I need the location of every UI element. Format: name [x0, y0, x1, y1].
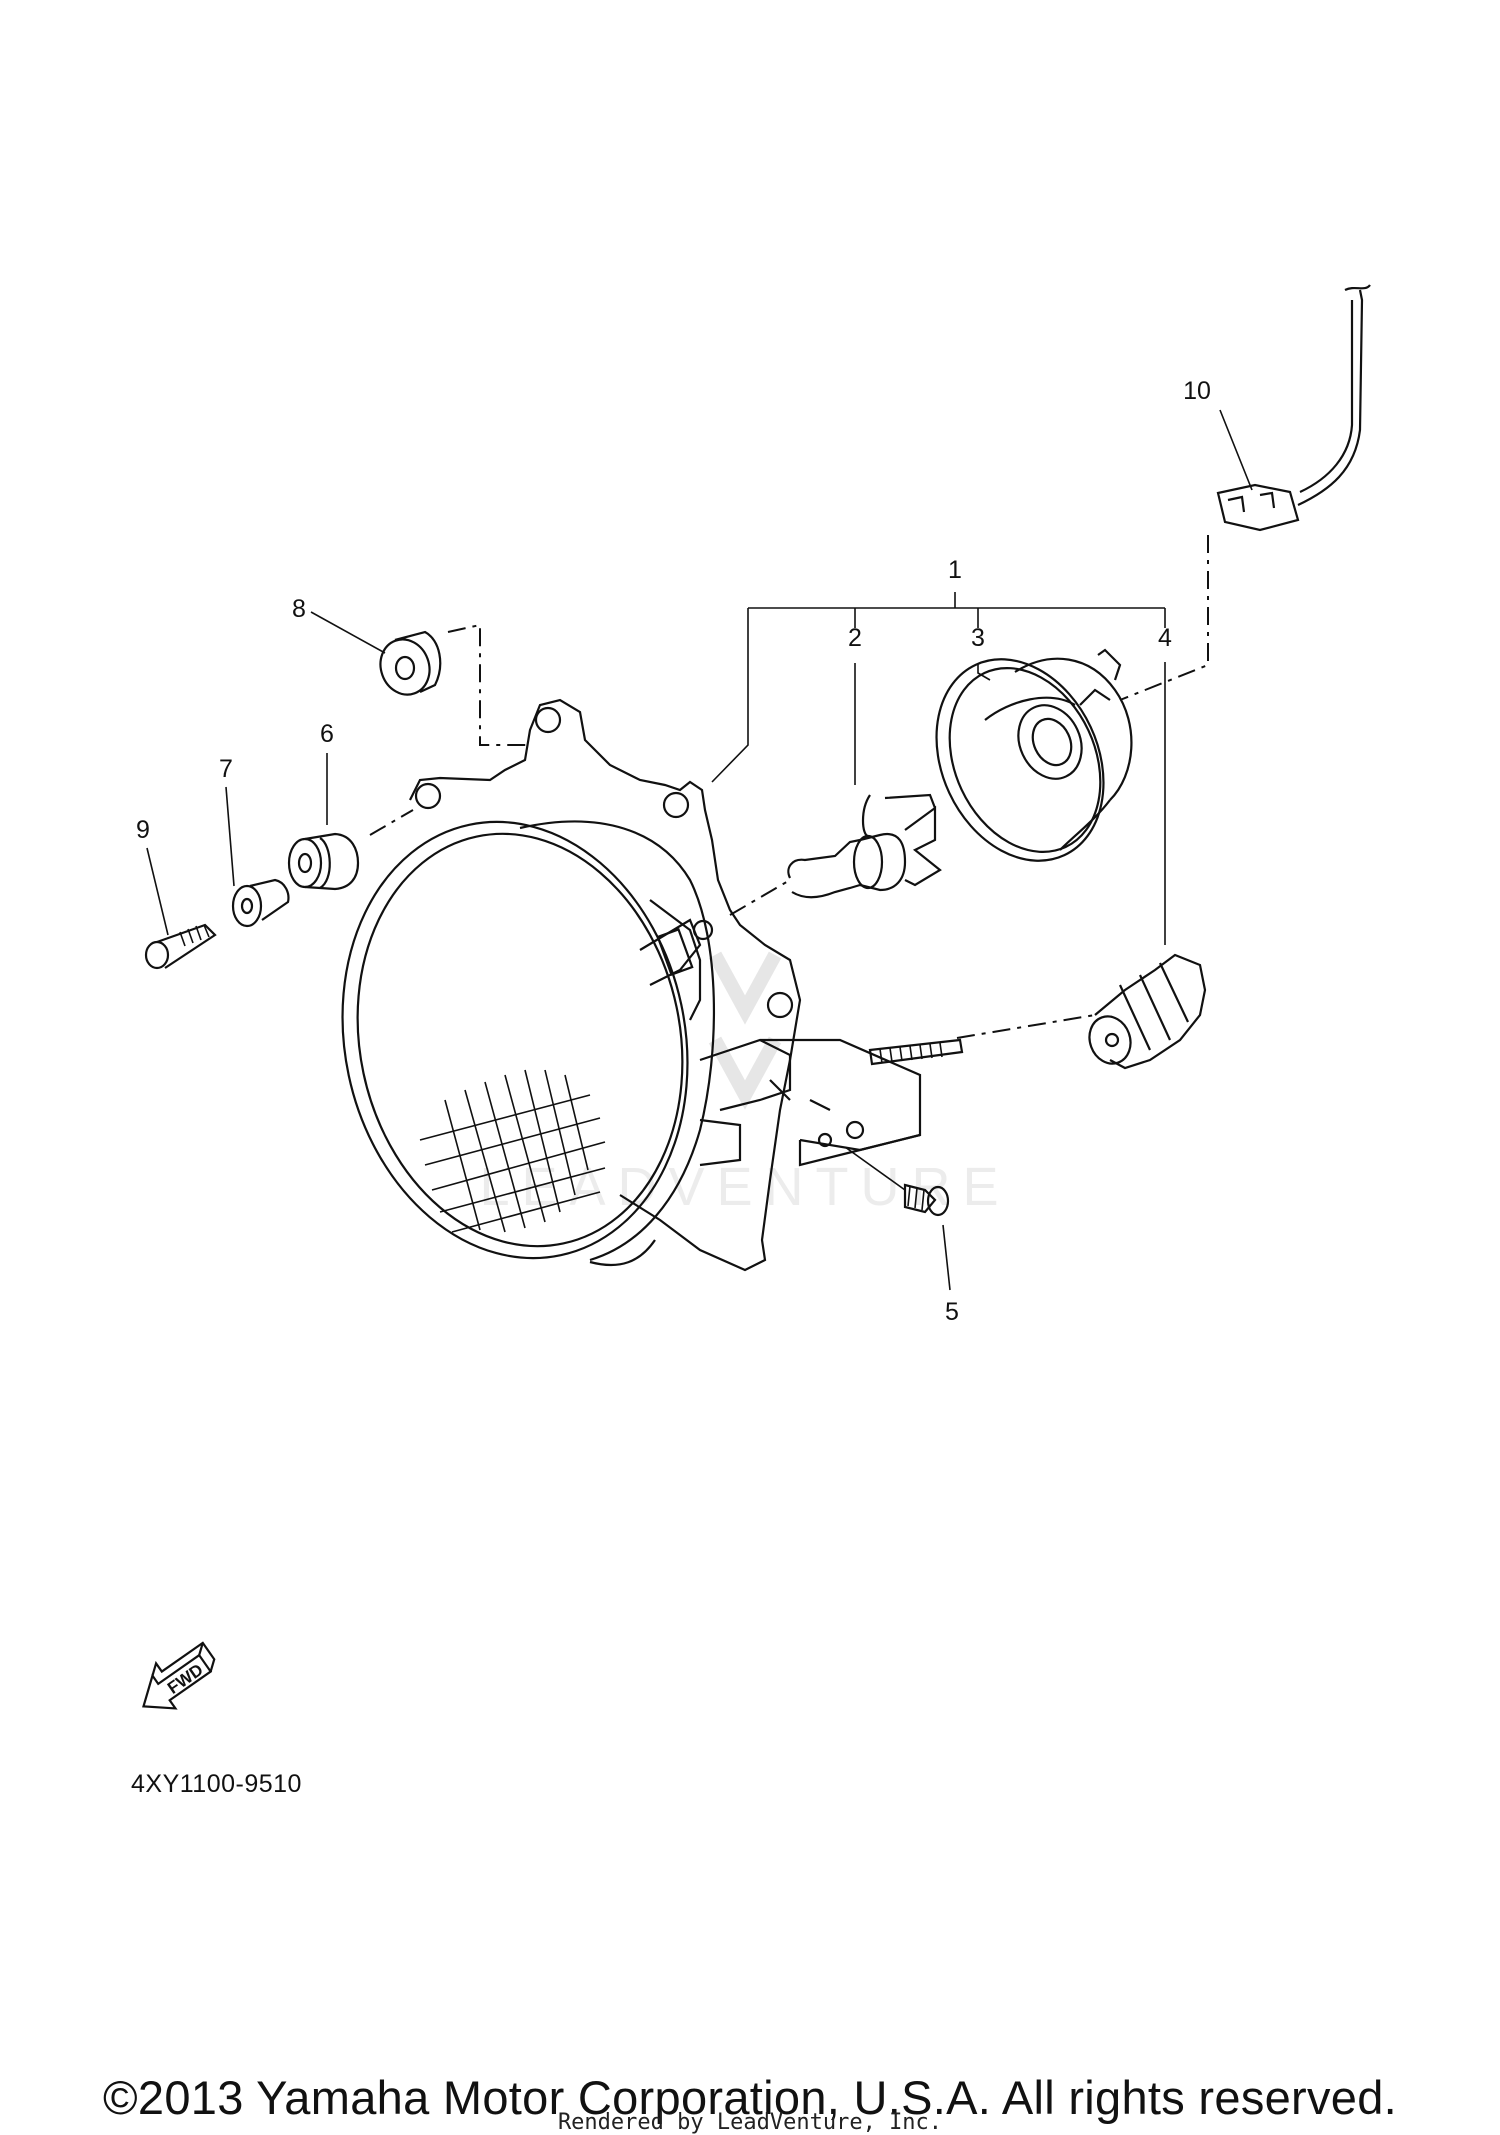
callout-6: 6	[320, 720, 334, 748]
callout-5: 5	[945, 1298, 959, 1326]
lens-pattern	[419, 1069, 606, 1233]
assembly-lines	[369, 535, 1209, 1039]
rendered-by-notice: Rendered by LeadVenture, Inc.	[557, 2110, 943, 2135]
bracket-hole-lower	[766, 991, 794, 1019]
callout-4: 4	[1158, 624, 1172, 652]
adjust-screw-shaft	[868, 1038, 964, 1066]
bracket-hole-left	[414, 782, 442, 810]
screw-5[interactable]	[903, 1183, 950, 1217]
damper-8[interactable]	[373, 630, 442, 702]
callout-9: 9	[136, 816, 150, 844]
callout-1: 1	[948, 556, 962, 584]
copyright-notice: ©2013 Yamaha Motor Corporation, U.S.A. A…	[102, 2071, 1398, 2124]
bracket-hole-right	[662, 791, 690, 819]
callout-2: 2	[848, 624, 862, 652]
fwd-arrow-icon: FWD	[142, 1641, 216, 1710]
bracket-hole-upper	[534, 706, 562, 734]
callout-10: 10	[1183, 377, 1211, 405]
callout-8: 8	[292, 595, 306, 623]
callout-7: 7	[219, 755, 233, 783]
callouts: 1 2 3 4 5 6 7 8 9 10	[136, 377, 1211, 1326]
socket-boot[interactable]	[1083, 953, 1207, 1070]
bulb-cover[interactable]	[905, 632, 1135, 888]
leader-lines	[146, 409, 1253, 1291]
bulb[interactable]	[787, 793, 942, 899]
connector-10[interactable]	[1216, 284, 1371, 532]
collar-7[interactable]	[231, 878, 290, 928]
bolt-9[interactable]	[144, 923, 217, 970]
callout-3: 3	[971, 624, 985, 652]
headlight-assembly[interactable]	[303, 698, 922, 1291]
grommet-6[interactable]	[287, 832, 360, 891]
leadventure-watermark: LEADVENTURE	[479, 951, 999, 1217]
diagram-part-code: 4XY1100-9510	[131, 1770, 302, 1798]
